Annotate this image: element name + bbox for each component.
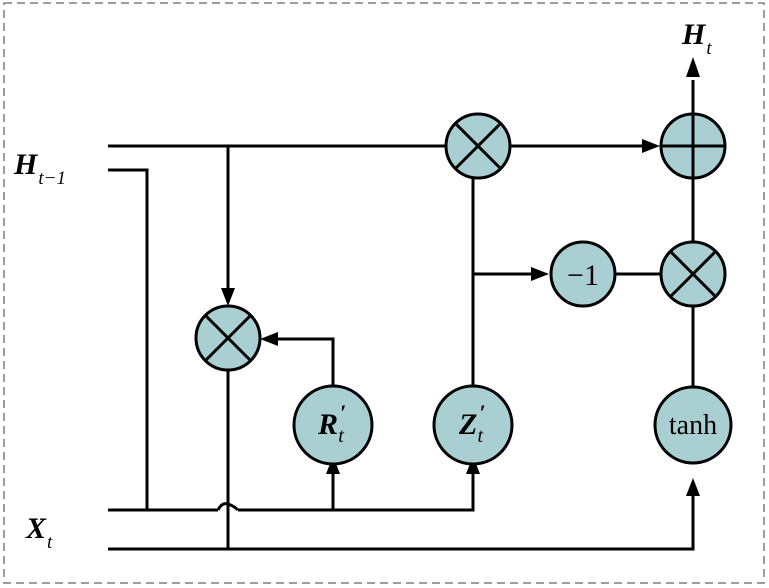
wire-h-prev-to-bus [108, 168, 149, 510]
tanh-label: tanh [669, 410, 717, 441]
h-prev-label: Ht−1 [13, 148, 66, 189]
h-output-label: Ht [681, 18, 712, 59]
diagram-frame [3, 2, 765, 584]
arrow-into-minus-one [531, 267, 549, 281]
reset-gate-node: R′t [292, 384, 374, 466]
wire-x-line [108, 488, 695, 551]
minus-one-node: −1 [549, 240, 617, 308]
wire-concat-bus [108, 465, 475, 512]
arrow-into-add [642, 139, 660, 153]
multiply-node-top [444, 112, 512, 180]
update-gate-node: Z′t [432, 384, 514, 466]
arrow-reset-into-mul [260, 332, 278, 346]
add-node [659, 112, 727, 180]
arrow-output [686, 57, 700, 77]
arrow-into-reset-mul [221, 288, 235, 306]
tanh-node: tanh [653, 385, 733, 465]
x-input-label: Xt [25, 512, 53, 553]
wire-reset-to-mul [270, 337, 335, 396]
multiply-node-right [659, 240, 727, 308]
wires [108, 80, 695, 551]
minus-one-label: −1 [567, 259, 599, 292]
reset-gate-label: R′t [317, 400, 346, 447]
update-gate-label: Z′t [458, 400, 486, 447]
arrow-into-tanh [686, 478, 700, 496]
multiply-node-reset [194, 304, 262, 372]
